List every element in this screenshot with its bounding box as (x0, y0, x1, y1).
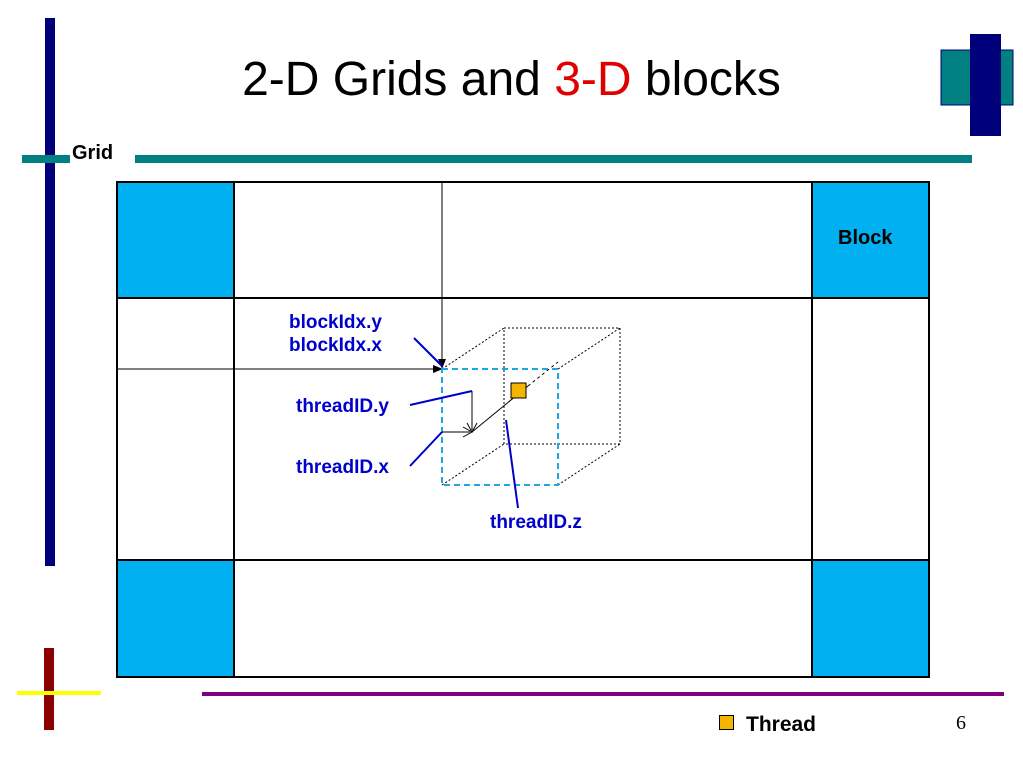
block-label: Block (838, 227, 893, 249)
block-bottom-left (117, 560, 234, 677)
corner-navy-bar (970, 34, 1001, 136)
block-idx-x-arrowhead (433, 365, 443, 373)
block-top-left (117, 182, 234, 298)
grid-outline (116, 181, 930, 678)
grid-teal-line-right (135, 155, 972, 163)
page-number: 6 (956, 712, 966, 734)
block-idx-callout-line (413, 337, 443, 367)
grid-label: Grid (72, 142, 114, 164)
block-idx-y-label: blockIdx.y (289, 312, 382, 333)
thread-id-y-label: threadID.y (296, 396, 389, 417)
thread-id-y-callout-line (409, 390, 473, 406)
cube-back-face (503, 327, 621, 445)
block-top-right (812, 182, 929, 298)
cube-edge-tl (441, 327, 505, 370)
thread-legend-label: Thread (746, 713, 817, 736)
cube-front-face (441, 368, 559, 486)
maroon-bar (44, 648, 54, 730)
thread-z-dashed-continuation (527, 361, 559, 387)
cube-edge-bl (441, 443, 505, 486)
yellow-line (17, 691, 101, 695)
block-bottom-right (812, 560, 929, 677)
title-text-1: 2-D Grids and (242, 53, 555, 106)
purple-line (202, 692, 1004, 696)
thread-cell (510, 382, 527, 399)
thread-block-cube (441, 327, 621, 486)
thread-id-x-callout-line (409, 431, 443, 467)
title-text-2: blocks (631, 53, 781, 106)
slide-title: 2-D Grids and 3-D blocks (0, 50, 1023, 110)
block-idx-y-arrowhead (438, 359, 446, 369)
grid-teal-line-left (22, 155, 70, 163)
title-accent-text: 3-D (554, 53, 632, 106)
thread-id-x-label: threadID.x (296, 457, 389, 478)
thread-id-z-callout-line (505, 419, 519, 509)
cube-edge-br (557, 443, 621, 486)
thread-id-z-label: threadID.z (490, 512, 582, 533)
left-navy-bar (45, 18, 55, 566)
block-idx-x-label: blockIdx.x (289, 335, 382, 356)
thread-legend-swatch (719, 715, 734, 730)
cube-edge-tr (557, 327, 621, 370)
